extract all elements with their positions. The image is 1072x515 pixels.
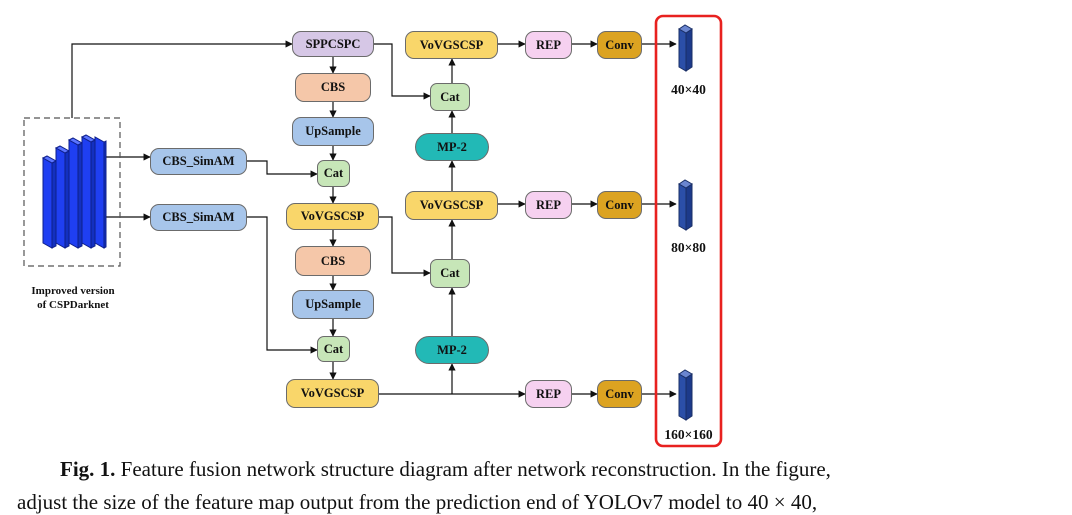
backbone-label-line2: of CSPDarknet (37, 299, 109, 311)
vovgscsp-node-mid: VoVGSCSP (405, 191, 498, 220)
cat-node-2: Cat (317, 336, 350, 362)
conv-node-bot: Conv (597, 380, 642, 408)
output-label-bot: 160×160 (664, 427, 713, 442)
output-label-mid: 80×80 (671, 240, 706, 255)
output-block-bot (678, 369, 693, 421)
backbone-blocks (41, 134, 107, 249)
output-block-mid (678, 179, 693, 231)
output-box (654, 14, 723, 448)
cat-node-mid: Cat (430, 259, 470, 288)
cbs-simam-node-2: CBS_SimAM (150, 204, 247, 231)
backbone-label-line1: Improved version (31, 285, 115, 297)
conv-node-top: Conv (597, 31, 642, 59)
vovgscsp-node-top: VoVGSCSP (405, 31, 498, 59)
backbone-box (23, 117, 121, 267)
cat-node-top: Cat (430, 83, 470, 111)
cbs-node-1: CBS (295, 73, 371, 102)
vovgscsp-node-1: VoVGSCSP (286, 203, 379, 230)
figure-caption-number: Fig. 1. (60, 457, 116, 481)
rep-node-mid: REP (525, 191, 572, 219)
rep-node-top: REP (525, 31, 572, 59)
output-block-top (678, 24, 693, 72)
figure-caption-line1: Fig. 1. Feature fusion network structure… (60, 457, 831, 482)
vovgscsp-node-2: VoVGSCSP (286, 379, 379, 408)
cat-node-1: Cat (317, 160, 350, 187)
figure-caption-text1: Feature fusion network structure diagram… (115, 457, 831, 481)
mp2-node-top: MP-2 (415, 133, 489, 161)
figure-caption-line2: adjust the size of the feature map outpu… (17, 490, 818, 514)
sppcspc-node: SPPCSPC (292, 31, 374, 57)
upsample-node-2: UpSample (292, 290, 374, 319)
backbone-label: Improved version of CSPDarknet (18, 284, 128, 312)
conv-node-mid: Conv (597, 191, 642, 219)
rep-node-bot: REP (525, 380, 572, 408)
mp2-node-bot: MP-2 (415, 336, 489, 364)
output-label-top: 40×40 (671, 82, 706, 97)
upsample-node-1: UpSample (292, 117, 374, 146)
cbs-simam-node-1: CBS_SimAM (150, 148, 247, 175)
cbs-node-2: CBS (295, 246, 371, 276)
